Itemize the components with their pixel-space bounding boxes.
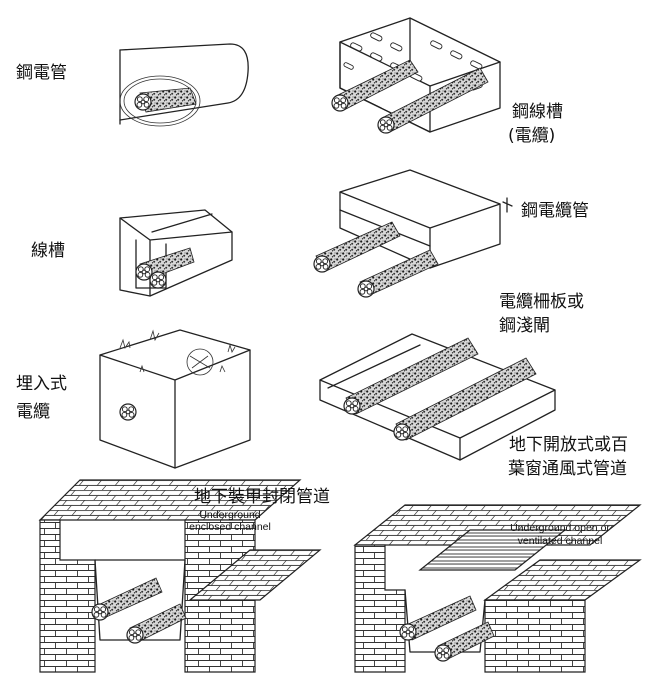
trunking-drawing — [119, 209, 233, 297]
label-cable-tray-line1: 電纜柵板或 — [499, 292, 584, 312]
label-open-channel-en-line1: Underground open or — [510, 522, 610, 534]
label-open-channel-line1: 地下開放式或百 — [509, 435, 628, 455]
label-enclosed-channel: 地下裝甲封閉管道 — [194, 487, 330, 507]
label-steel-trunking-sub: (電纜) — [508, 126, 556, 146]
steel-cable-duct-drawing — [313, 169, 513, 298]
label-open-channel-en-line2: ventilated channel — [517, 535, 603, 547]
cable-tray-drawing — [319, 333, 556, 461]
steel-trunking-drawing — [331, 17, 501, 134]
label-open-channel-line2: 葉窗通風式管道 — [508, 459, 627, 479]
open-channel-drawing — [353, 504, 642, 673]
label-direct-buried-line2: 電纜 — [16, 402, 50, 422]
label-cable-tray-line2: 鋼淺閘 — [499, 316, 550, 336]
steel-conduit-drawing — [119, 43, 249, 127]
label-direct-buried-line1: 埋入式 — [16, 374, 67, 394]
label-steel-trunking: 鋼線槽 — [512, 102, 563, 122]
label-steel-conduit: 鋼電管 — [16, 63, 67, 83]
direct-buried-drawing — [99, 329, 251, 469]
label-trunking: 線槽 — [31, 241, 65, 261]
label-enclosed-channel-en-line1: Underground — [199, 509, 261, 521]
label-enclosed-channel-en-line2: enclosed channel — [189, 521, 271, 533]
label-steel-cable-duct: 鋼電纜管 — [521, 201, 589, 221]
enclosed-channel-drawing — [38, 479, 322, 673]
